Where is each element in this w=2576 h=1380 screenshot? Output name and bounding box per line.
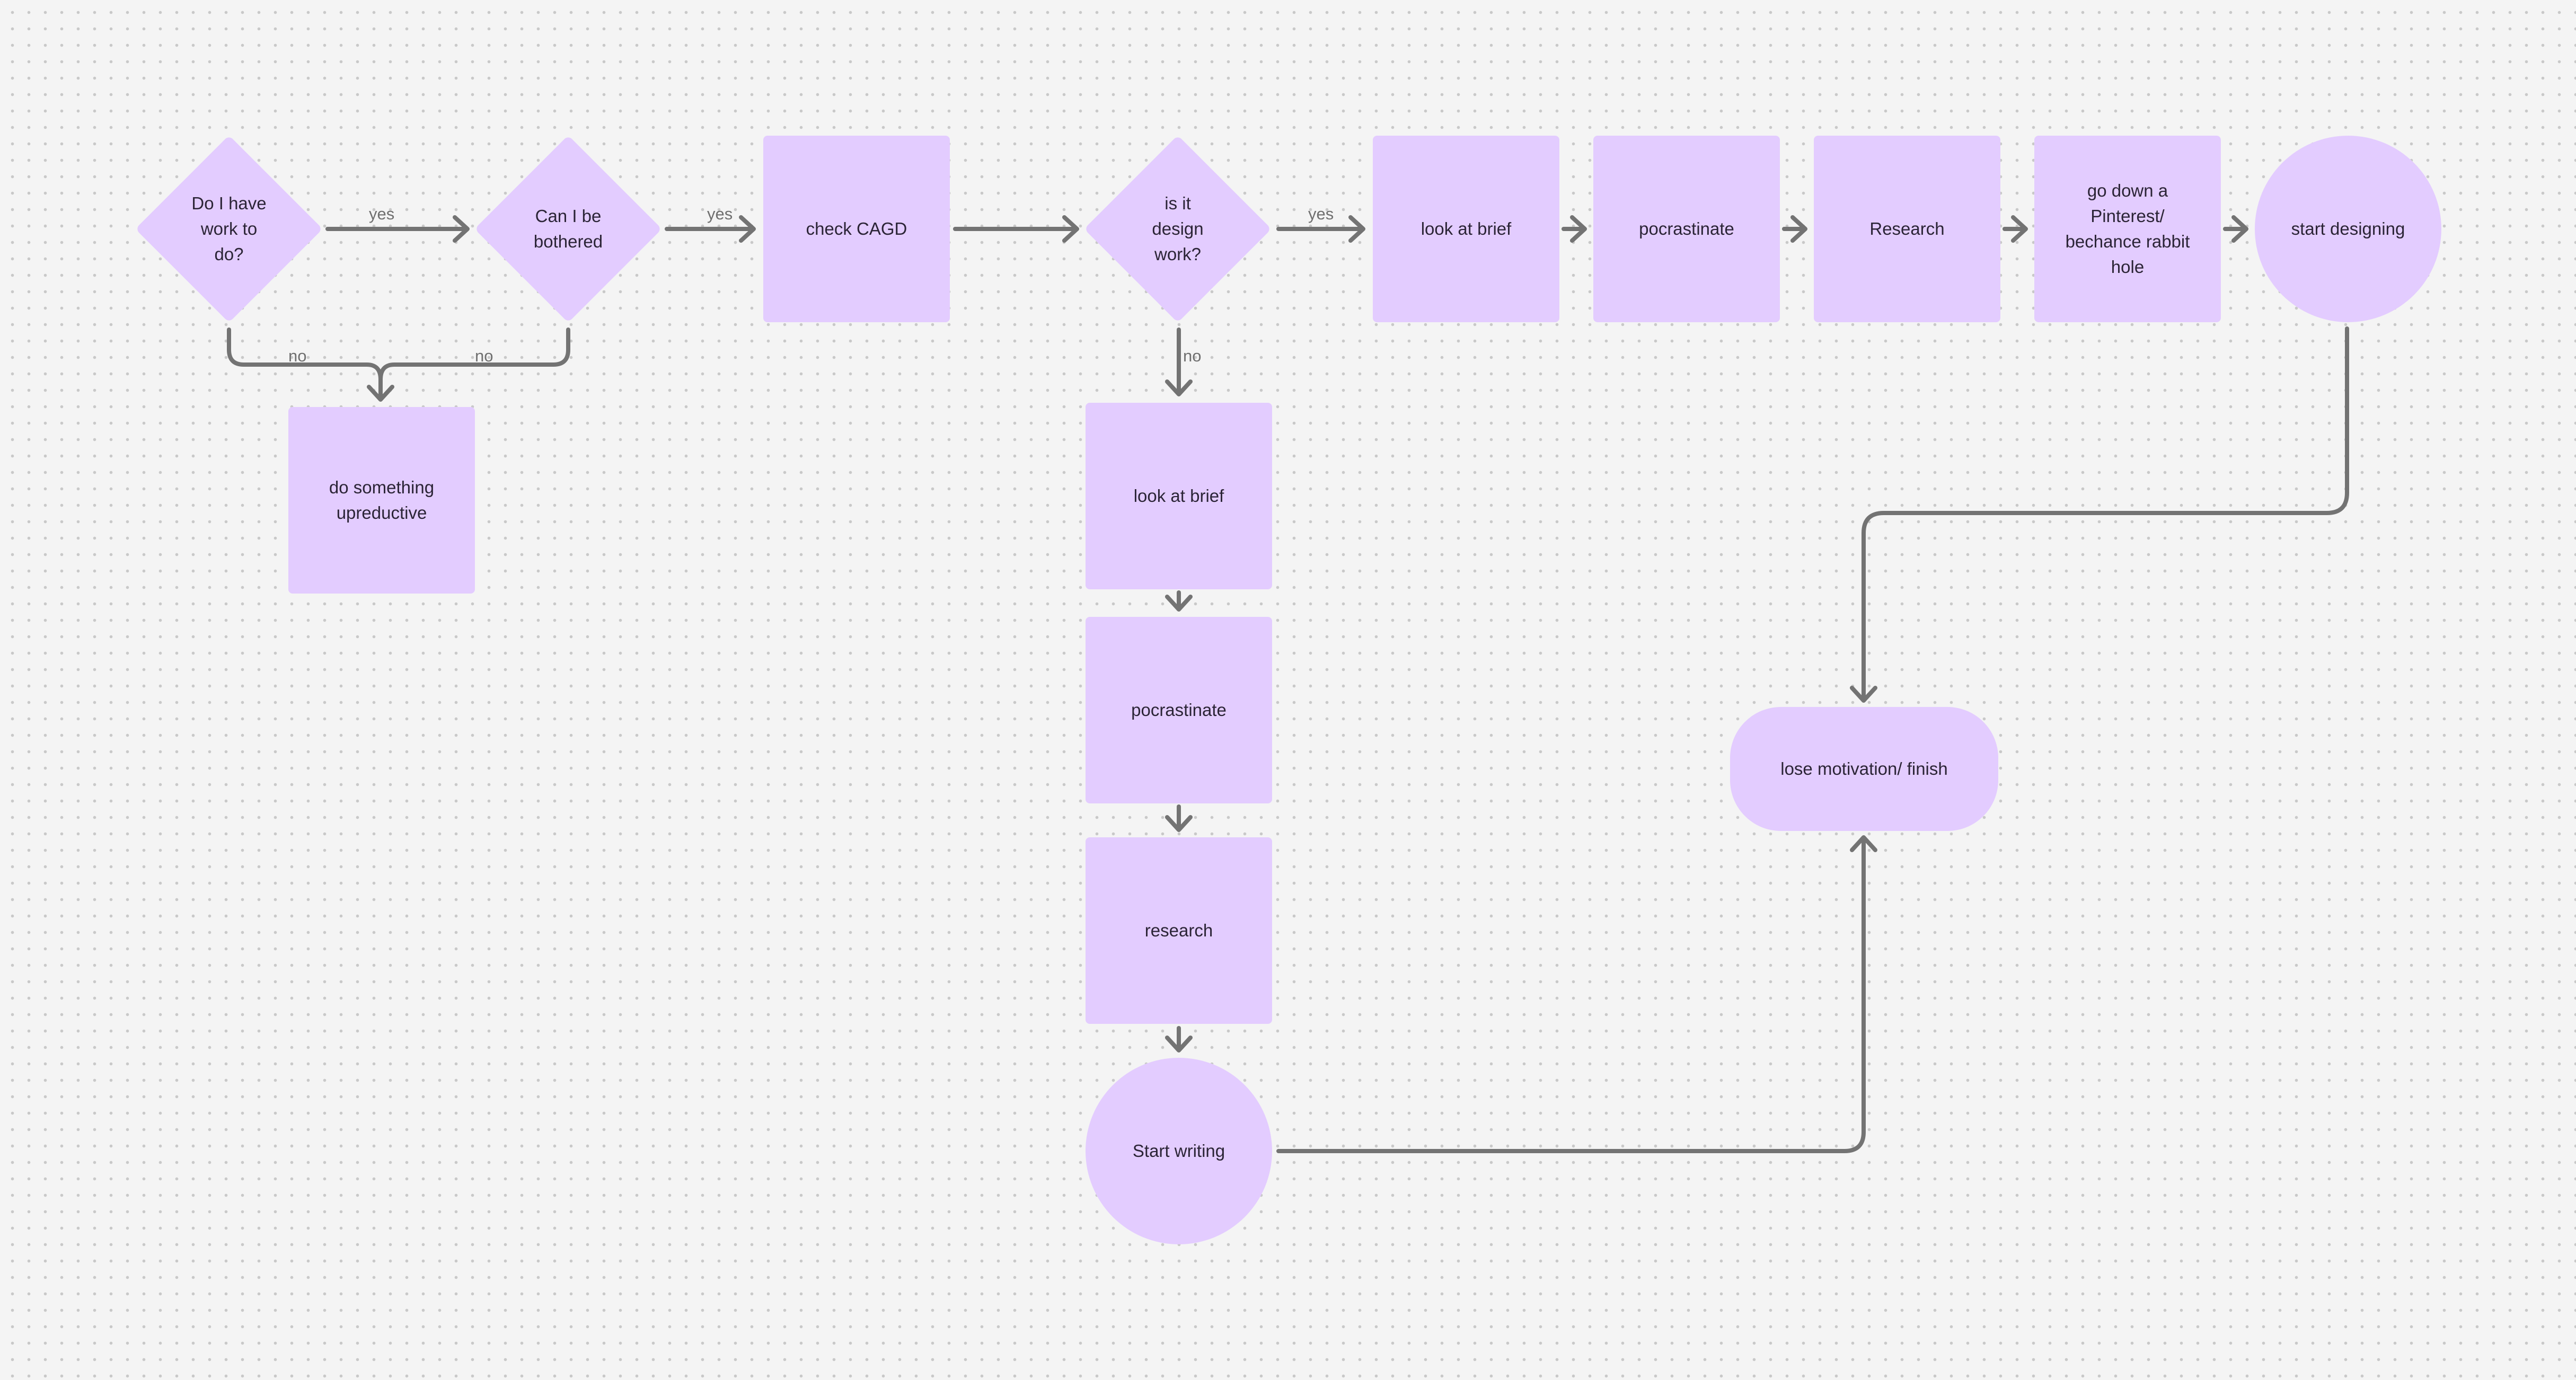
node-check-cagd[interactable]: check CAGD — [763, 136, 950, 322]
connector-arrowhead — [367, 385, 394, 402]
connector-arrowhead — [1850, 686, 1877, 703]
edge-label-yes: yes — [1308, 205, 1334, 223]
edge-label-yes: yes — [707, 205, 733, 223]
decision-label: Can I be bothered — [533, 206, 603, 251]
connector-arrowhead — [453, 215, 470, 243]
connector-arrowhead — [739, 215, 756, 243]
node-do-something-unproductive[interactable]: do something upreductive — [288, 407, 475, 594]
connector-designing-to-lose — [1862, 326, 2349, 702]
node-start-writing[interactable]: Start writing — [1086, 1058, 1272, 1244]
connector-arrowhead — [1348, 215, 1365, 243]
decision-can-i-be-bothered[interactable]: Can I be bothered — [473, 134, 664, 324]
edge-label-yes: yes — [369, 205, 395, 223]
connector-arrowhead — [1165, 379, 1193, 396]
node-look-at-brief-writing[interactable]: look at brief — [1086, 403, 1272, 589]
decision-label: is it design work? — [1152, 193, 1204, 264]
decision-is-it-design-work[interactable]: is it design work? — [1082, 134, 1273, 324]
connector-arrowhead — [2231, 215, 2248, 243]
node-look-at-brief[interactable]: look at brief — [1373, 136, 1559, 322]
decision-label: Do I have work to do? — [191, 193, 267, 264]
node-lose-motivation-finish[interactable]: lose motivation/ finish — [1730, 707, 1998, 831]
node-research-writing[interactable]: research — [1086, 837, 1272, 1024]
connector-arrowhead — [1570, 215, 1587, 243]
connector-arrowhead — [1165, 1036, 1193, 1052]
node-procrastinate-writing[interactable]: pocrastinate — [1086, 617, 1272, 803]
connector-arrowhead — [1165, 815, 1193, 832]
connector-writing-to-lose — [1276, 836, 1866, 1153]
node-pinterest-rabbit-hole[interactable]: go down a Pinterest/ bechance rabbit hol… — [2034, 136, 2221, 322]
connector-arrowhead — [1850, 835, 1877, 852]
connector-arrowhead — [1790, 215, 1807, 243]
connector-arrowhead — [1165, 595, 1193, 612]
connector-arrowhead — [2011, 215, 2028, 243]
edge-label-no: no — [475, 347, 493, 365]
edge-label-no: no — [1183, 347, 1202, 365]
node-procrastinate[interactable]: pocrastinate — [1593, 136, 1780, 322]
decision-do-i-have-work[interactable]: Do I have work to do? — [134, 134, 324, 324]
edge-label-no: no — [288, 347, 307, 365]
node-research[interactable]: Research — [1814, 136, 2000, 322]
connector-bothered-no — [378, 328, 570, 401]
node-start-designing[interactable]: start designing — [2255, 136, 2441, 322]
connector-arrowhead — [1062, 215, 1079, 243]
